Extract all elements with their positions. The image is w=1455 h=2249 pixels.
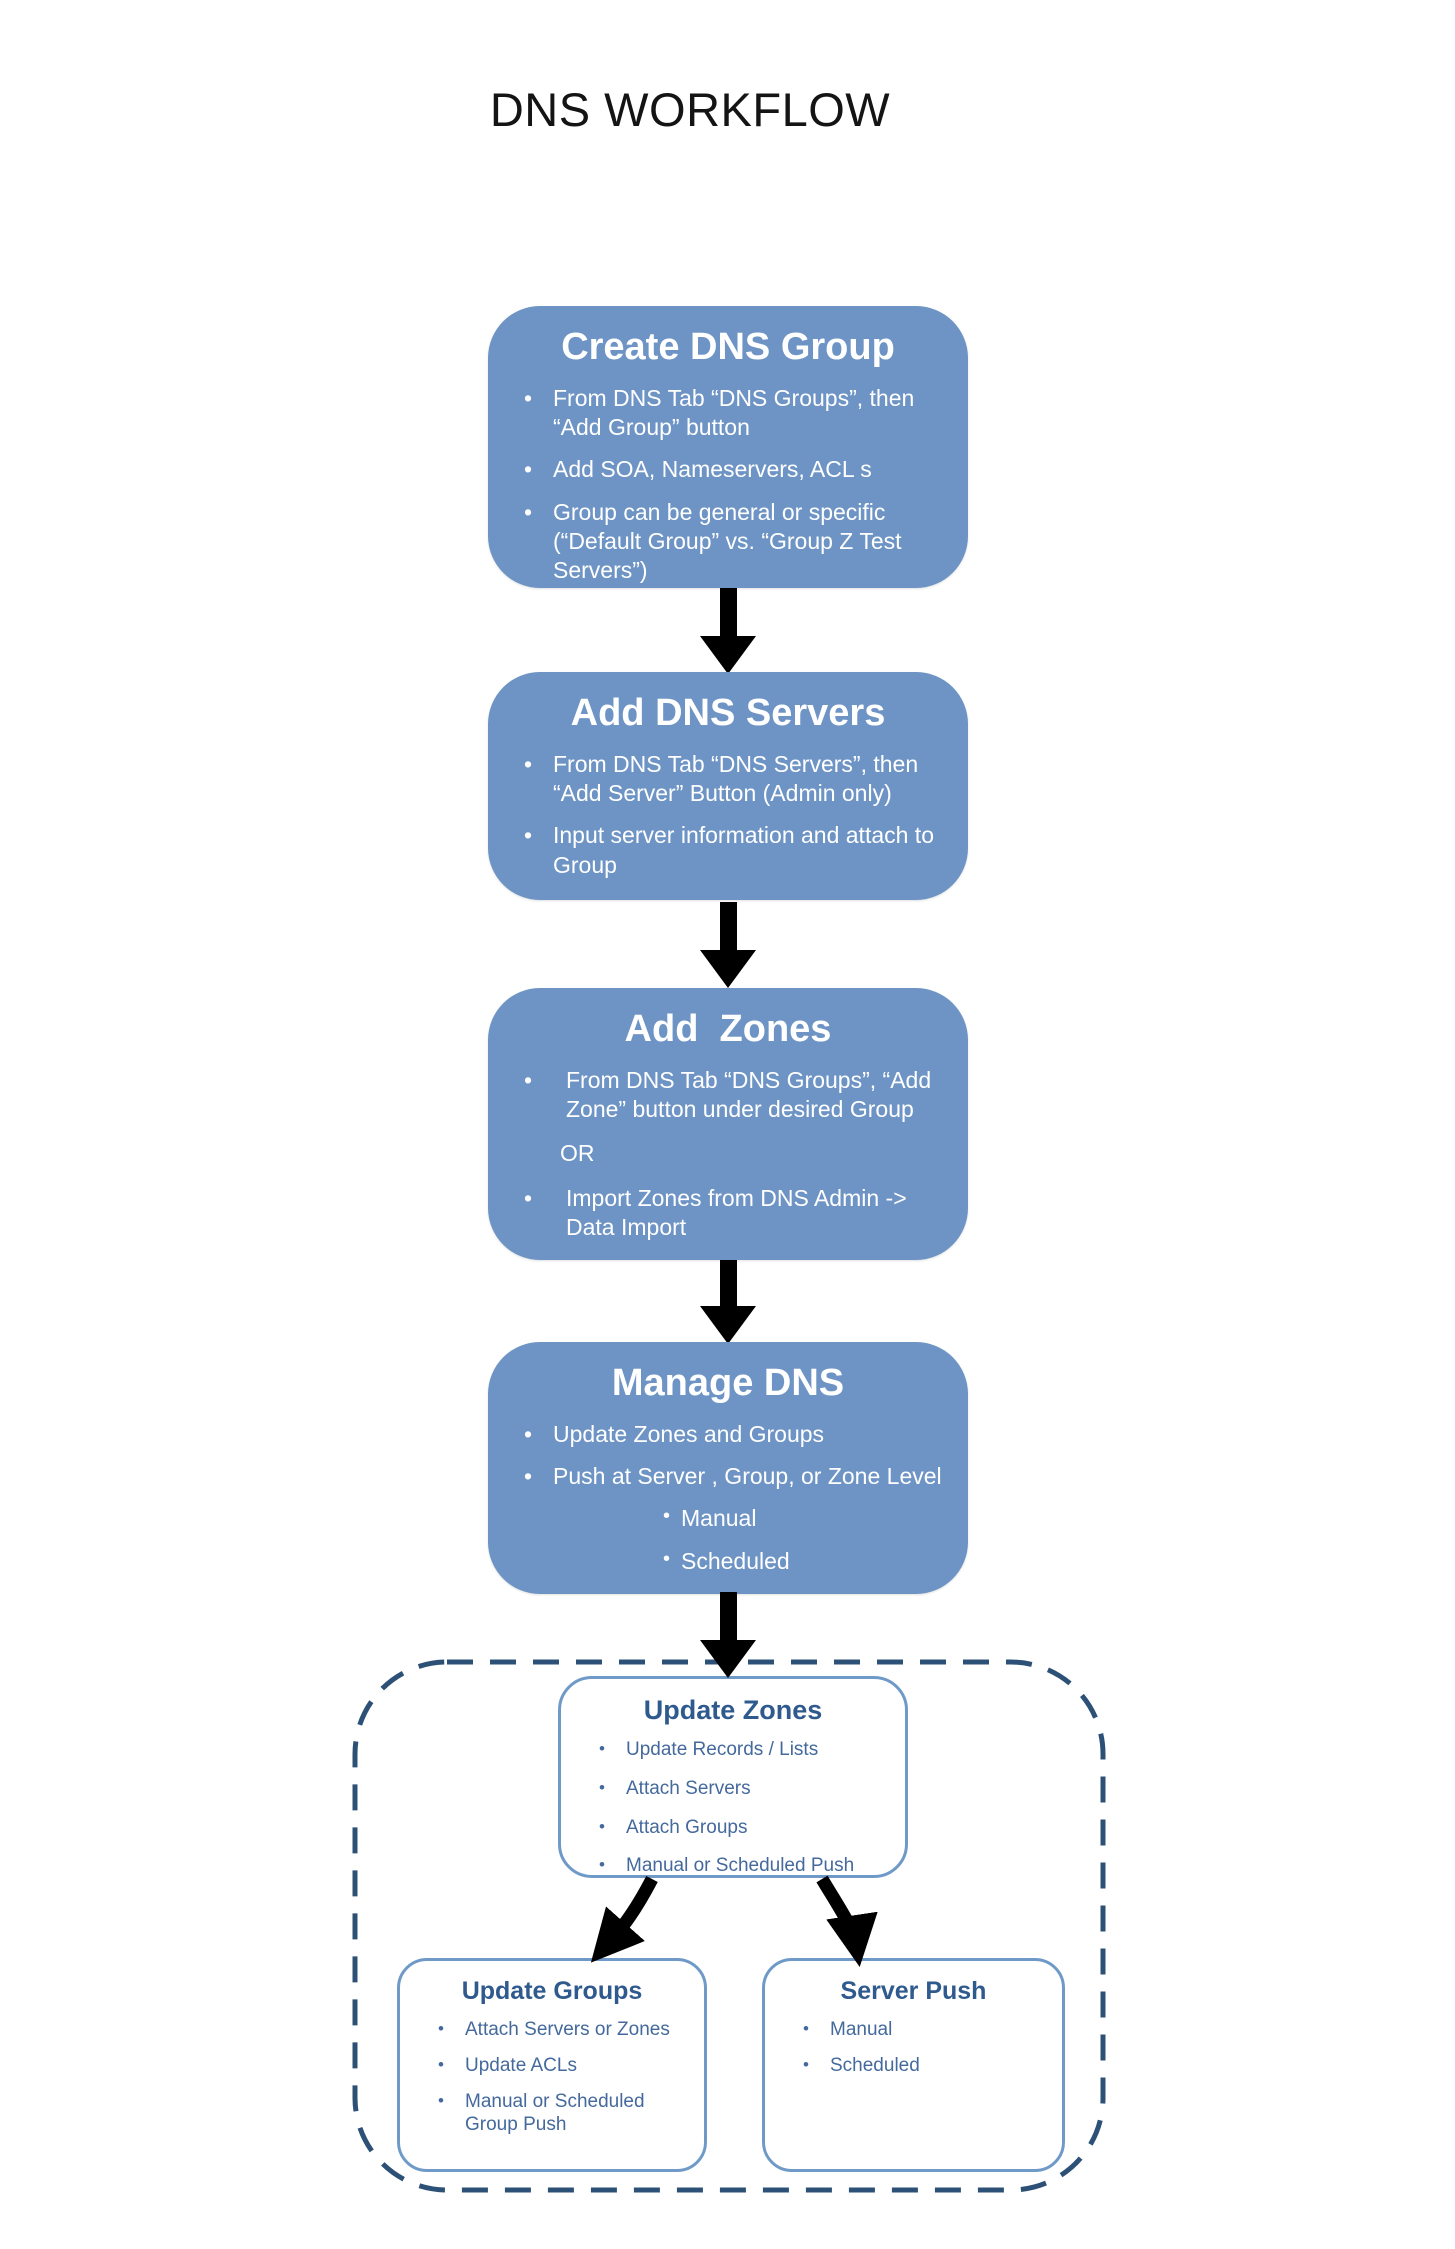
bullet-text: Add SOA, Nameservers, ACL s bbox=[553, 456, 872, 483]
arrow-shaft bbox=[719, 1592, 737, 1640]
bullet-list: • Update Records / Lists • Attach Server… bbox=[561, 1738, 905, 1878]
flow-box-add-zones: Add Zones • From DNS Tab “DNS Groups”, “… bbox=[488, 988, 968, 1260]
bullet-item: • Attach Groups bbox=[599, 1816, 889, 1840]
bullet-icon: • bbox=[599, 1855, 605, 1875]
bullet-item: • From DNS Tab “DNS Groups”, “Add Zone” … bbox=[524, 1066, 942, 1124]
bullet-list: • From DNS Tab “DNS Groups”, “Add Zone” … bbox=[488, 1066, 968, 1242]
bullet-item: • From DNS Tab “DNS Servers”, then “Add … bbox=[524, 750, 942, 808]
bullet-list: • Attach Servers or Zones • Update ACLs … bbox=[400, 2018, 704, 2137]
flow-box-title: Update Zones bbox=[643, 1695, 823, 1725]
bullet-item: • From DNS Tab “DNS Groups”, then “Add G… bbox=[524, 384, 942, 442]
sub-bullet-text: Manual bbox=[681, 1505, 757, 1532]
bullet-text: From DNS Tab “DNS Groups”, then “Add Gro… bbox=[553, 385, 915, 441]
bullet-icon: • bbox=[524, 456, 533, 483]
bullet-item: • Add SOA, Nameservers, ACL s bbox=[524, 455, 942, 484]
bullet-item: • Manual or Scheduled Push bbox=[599, 1854, 889, 1878]
bullet-icon: • bbox=[438, 2090, 444, 2110]
bullet-icon: • bbox=[663, 1505, 671, 1528]
sub-bullet-item: • Scheduled bbox=[663, 1547, 942, 1576]
bullet-icon: • bbox=[663, 1547, 671, 1570]
bullet-text: From DNS Tab “DNS Servers”, then “Add Se… bbox=[553, 751, 919, 807]
flow-box-manage-dns: Manage DNS • Update Zones and Groups • P… bbox=[488, 1342, 968, 1594]
flow-box-title: Update Groups bbox=[461, 1977, 643, 2005]
bullet-text: Import Zones from DNS Admin -> Data Impo… bbox=[566, 1184, 907, 1240]
flow-box-title: Create DNS Group bbox=[561, 326, 895, 368]
arrow-head-icon bbox=[700, 636, 756, 674]
bullet-item: • Group can be general or specific (“Def… bbox=[524, 498, 942, 586]
bullet-item: • Manual or Scheduled Group Push bbox=[438, 2090, 690, 2138]
bullet-text: Manual bbox=[830, 2019, 893, 2040]
bullet-icon: • bbox=[524, 822, 533, 849]
bullet-icon: • bbox=[438, 2054, 444, 2074]
flow-box-title: Add Zones bbox=[624, 1008, 832, 1050]
bullet-item: • Scheduled bbox=[803, 2054, 1048, 2078]
down-arrow bbox=[700, 902, 756, 988]
bullet-text: Scheduled bbox=[830, 2054, 920, 2076]
bullet-text: Attach Servers or Zones bbox=[465, 2019, 670, 2040]
bullet-icon: • bbox=[524, 751, 533, 777]
down-arrow bbox=[700, 1260, 756, 1344]
flow-box-server-push: Server Push • Manual • Scheduled bbox=[762, 1958, 1065, 2172]
bullet-icon: • bbox=[524, 498, 533, 525]
arrow-shaft bbox=[719, 1260, 737, 1306]
bullet-icon: • bbox=[524, 1421, 533, 1447]
sub-bullet-text: Scheduled bbox=[681, 1547, 790, 1574]
bullet-text: Group can be general or specific (“Defau… bbox=[553, 498, 902, 584]
bullet-item: • Input server information and attach to… bbox=[524, 821, 942, 879]
arrow-head-icon bbox=[700, 1306, 756, 1344]
flow-box-title: Add DNS Servers bbox=[570, 692, 886, 734]
bullet-icon: • bbox=[599, 1739, 605, 1758]
bullet-item: • Update ACLs bbox=[438, 2054, 690, 2078]
arrow-head-icon bbox=[700, 950, 756, 988]
bullet-text: Attach Servers bbox=[626, 1777, 751, 1799]
bullet-icon: • bbox=[524, 385, 533, 411]
bullet-text: Manual or Scheduled Group Push bbox=[465, 2090, 645, 2136]
bullet-text: From DNS Tab “DNS Groups”, “Add Zone” bu… bbox=[566, 1067, 932, 1123]
bullet-icon: • bbox=[438, 2019, 444, 2038]
down-arrow bbox=[700, 1592, 756, 1678]
page-title: DNS WORKFLOW bbox=[489, 83, 891, 136]
bullet-list: • Update Zones and Groups • Push at Serv… bbox=[488, 1420, 968, 1576]
or-label: OR bbox=[560, 1140, 595, 1167]
bullet-list: • From DNS Tab “DNS Servers”, then “Add … bbox=[488, 750, 968, 880]
bullet-text: Update Records / Lists bbox=[626, 1739, 819, 1760]
sub-bullet-item: • Manual bbox=[663, 1504, 942, 1533]
bullet-item: • Attach Servers bbox=[599, 1777, 889, 1801]
flow-box-create-dns-group: Create DNS Group • From DNS Tab “DNS Gro… bbox=[488, 306, 968, 588]
bullet-text: Update Zones and Groups bbox=[553, 1421, 825, 1447]
bullet-text: Input server information and attach to G… bbox=[553, 822, 934, 878]
bullet-icon: • bbox=[524, 1184, 533, 1211]
bullet-item: • Manual bbox=[803, 2018, 1048, 2042]
flow-box-title: Server Push bbox=[840, 1977, 987, 2005]
arrow-shaft bbox=[719, 588, 737, 636]
bullet-icon: • bbox=[803, 2054, 809, 2074]
flow-box-title: Manage DNS bbox=[611, 1362, 845, 1404]
bullet-item: • Attach Servers or Zones bbox=[438, 2018, 690, 2042]
flow-box-update-zones: Update Zones • Update Records / Lists • … bbox=[558, 1676, 908, 1878]
bullet-item: • Update Zones and Groups bbox=[524, 1420, 942, 1449]
bullet-item: • Push at Server , Group, or Zone Level bbox=[524, 1462, 942, 1491]
bullet-list: • Manual • Scheduled bbox=[765, 2018, 1062, 2078]
flow-box-add-dns-servers: Add DNS Servers • From DNS Tab “DNS Serv… bbox=[488, 672, 968, 900]
bullet-icon: • bbox=[524, 1463, 533, 1490]
bullet-item: • Update Records / Lists bbox=[599, 1738, 889, 1762]
bullet-icon: • bbox=[599, 1816, 605, 1836]
bullet-text: Attach Groups bbox=[626, 1816, 748, 1838]
bullet-text: Manual or Scheduled Push bbox=[626, 1855, 855, 1877]
flow-box-update-groups: Update Groups • Attach Servers or Zones … bbox=[397, 1958, 707, 2172]
bullet-icon: • bbox=[803, 2019, 809, 2038]
bullet-list: • From DNS Tab “DNS Groups”, then “Add G… bbox=[488, 384, 968, 585]
bullet-icon: • bbox=[599, 1777, 605, 1797]
bullet-text: Update ACLs bbox=[465, 2054, 577, 2076]
bullet-icon: • bbox=[524, 1067, 533, 1093]
arrow-shaft bbox=[719, 902, 737, 950]
bullet-item: • Import Zones from DNS Admin -> Data Im… bbox=[524, 1184, 942, 1242]
arrow-head-icon bbox=[700, 1640, 756, 1678]
down-arrow bbox=[700, 588, 756, 674]
bullet-text: Push at Server , Group, or Zone Level bbox=[553, 1463, 942, 1490]
